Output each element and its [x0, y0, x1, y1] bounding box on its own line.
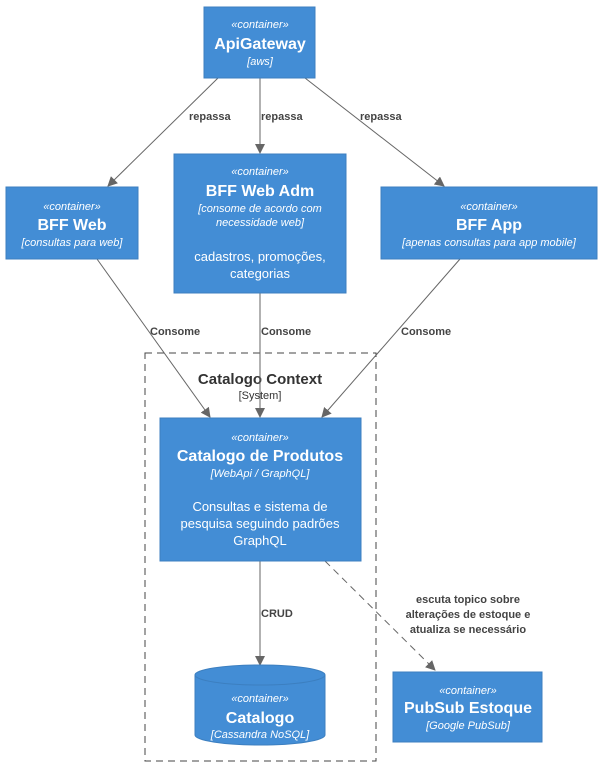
- container-title: Catalogo: [226, 710, 295, 727]
- edge-catalogo-pubsub: [324, 560, 436, 671]
- edge-label-web-catalogo: Consome: [150, 326, 200, 338]
- container-technology: [Google PubSub]: [425, 720, 511, 732]
- edge-label-crud: CRUD: [261, 608, 293, 620]
- edge-label-gateway-app: repassa: [360, 111, 402, 123]
- container-bff-app[interactable]: «container» BFF App [apenas consultas pa…: [380, 186, 598, 260]
- stereotype-label: «container»: [231, 166, 289, 178]
- container-catalogo-de-produtos[interactable]: «container» Catalogo de Produtos [WebApi…: [159, 417, 362, 562]
- container-technology: [consultas para web]: [21, 237, 124, 249]
- edge-label-pubsub-line1: escuta topico sobre: [416, 594, 520, 606]
- container-technology: [aws]: [246, 56, 274, 68]
- edge-labels: repassa repassa repassa Consome Consome …: [150, 111, 530, 636]
- container-technology: necessidade web]: [216, 217, 305, 229]
- edge-gateway-bff-app: [304, 77, 445, 187]
- stereotype-label: «container»: [43, 201, 101, 213]
- edge-bff-app-catalogo: [321, 258, 461, 418]
- container-description: Consultas e sistema de: [192, 499, 327, 514]
- container-title: BFF App: [456, 217, 522, 234]
- stereotype-label: «container»: [460, 201, 518, 213]
- edge-label-gateway-adm: repassa: [261, 111, 303, 123]
- container-description: cadastros, promoções,: [194, 249, 326, 264]
- stereotype-label: «container»: [231, 432, 289, 444]
- edge-label-gateway-web: repassa: [189, 111, 231, 123]
- edge-gateway-bff-web: [107, 77, 219, 187]
- edge-label-adm-catalogo: Consome: [261, 326, 311, 338]
- edge-label-pubsub-line2: alterações de estoque e: [406, 609, 531, 621]
- edge-bff-web-catalogo: [96, 258, 211, 418]
- stereotype-label: «container»: [231, 19, 289, 31]
- container-technology: [Cassandra NoSQL]: [210, 729, 310, 741]
- container-pubsub-estoque[interactable]: «container» PubSub Estoque [Google PubSu…: [392, 671, 543, 743]
- container-catalogo-database[interactable]: «container» Catalogo [Cassandra NoSQL]: [194, 664, 326, 746]
- container-apigateway[interactable]: «container» ApiGateway [aws]: [203, 6, 316, 79]
- container-technology: [WebApi / GraphQL]: [210, 468, 311, 480]
- container-description: pesquisa seguindo padrões: [180, 516, 340, 531]
- edge-label-pubsub-line3: atualiza se necessário: [410, 624, 526, 636]
- edge-label-app-catalogo: Consome: [401, 326, 451, 338]
- container-title: ApiGateway: [214, 36, 306, 53]
- stereotype-label: «container»: [439, 685, 497, 697]
- container-description: categorias: [230, 266, 290, 281]
- stereotype-label: «container»: [231, 693, 289, 705]
- container-title: BFF Web: [37, 217, 106, 234]
- container-title: BFF Web Adm: [206, 183, 314, 200]
- edges: [96, 77, 461, 671]
- container-description: GraphQL: [233, 533, 286, 548]
- container-technology: [consome de acordo com: [197, 203, 322, 215]
- container-title: PubSub Estoque: [404, 700, 532, 717]
- container-title: Catalogo de Produtos: [177, 448, 343, 465]
- container-bff-web[interactable]: «container» BFF Web [consultas para web]: [5, 186, 139, 260]
- container-technology: [apenas consultas para app mobile]: [401, 237, 577, 249]
- container-bff-web-adm[interactable]: «container» BFF Web Adm [consome de acor…: [173, 153, 347, 294]
